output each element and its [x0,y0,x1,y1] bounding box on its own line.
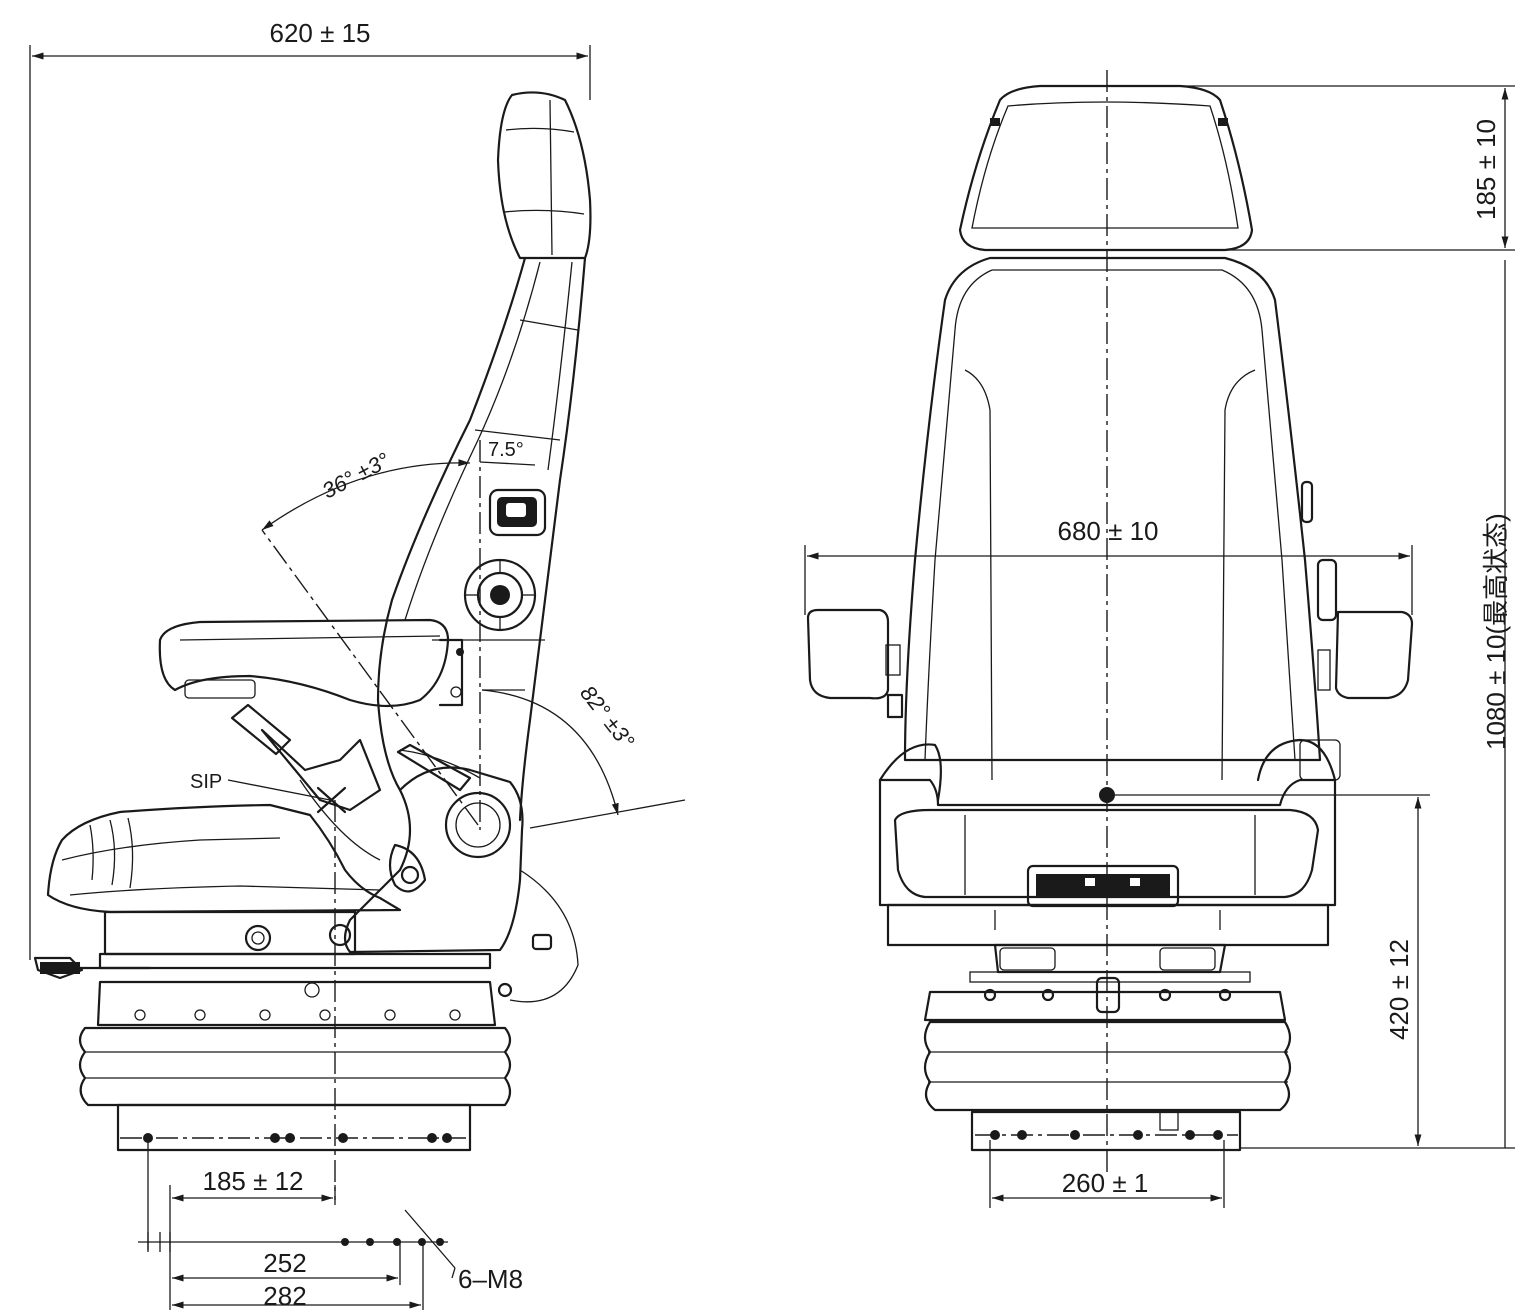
hole-spacing-inner-label: 252 [263,1248,306,1278]
front-seat-frame [886,903,1330,983]
hole-spacing-outer-label: 282 [263,1281,306,1311]
mount-hole-markers [147,1232,444,1252]
front-armrest-right [1300,480,1414,700]
mount-offset-label: 185 ± 12 [202,1166,303,1196]
mount-width-label: 260 ± 1 [1062,1168,1149,1198]
front-view: 185 ± 10 680 ± 10 1080 ± 10(最高状态) 420 ± … [804,70,1515,1208]
side-backrest [376,256,587,822]
sip-height-label: 420 ± 12 [1384,939,1414,1040]
overall-height-label: 1080 ± 10(最高状态) [1481,513,1511,750]
front-centerline [1099,70,1115,1175]
front-armrest-left [806,608,904,719]
side-seat-cushion [46,803,402,914]
front-dim-height: 1080 ± 10(最高状态) [1481,260,1511,1148]
side-bottom-dimensions: 185 ± 12 252 282 6–M8 [138,1140,523,1311]
front-backrest [903,256,1322,781]
backrest-angle-label: 36° ±3° [318,447,394,503]
side-sip-marker: SIP [190,771,347,814]
headrest-height-label: 185 ± 10 [1471,119,1501,220]
side-suspension [78,980,513,1152]
side-view: 620 ± 15 [29,18,686,1311]
front-dim-width: 680 ± 10 [804,516,1413,615]
sip-label: SIP [190,771,222,793]
side-headrest [496,91,592,260]
side-armrest [158,618,464,708]
side-angle-construction [261,440,686,1200]
front-dim-mount-width: 260 ± 1 [989,1140,1225,1208]
front-suspension [923,976,1292,1152]
side-recline-wheel [463,558,537,632]
front-headrest [958,84,1254,252]
side-lumbar-switch [488,488,547,537]
overall-width-label: 680 ± 10 [1057,516,1158,546]
side-slide-rails [33,869,579,1003]
front-seat-cushion [878,738,1341,908]
side-pivot-bracket [328,743,524,954]
front-dim-headrest: 185 ± 10 [1100,85,1515,251]
tilt-angle-label: 7.5° [488,439,524,461]
overall-length-label: 620 ± 15 [269,18,370,48]
dim-overall-length: 620 ± 15 [29,18,591,960]
front-dim-sip-height: 420 ± 12 [1115,794,1515,1149]
bolt-spec-label: 6–M8 [458,1264,523,1294]
side-seatbelt [230,703,427,893]
